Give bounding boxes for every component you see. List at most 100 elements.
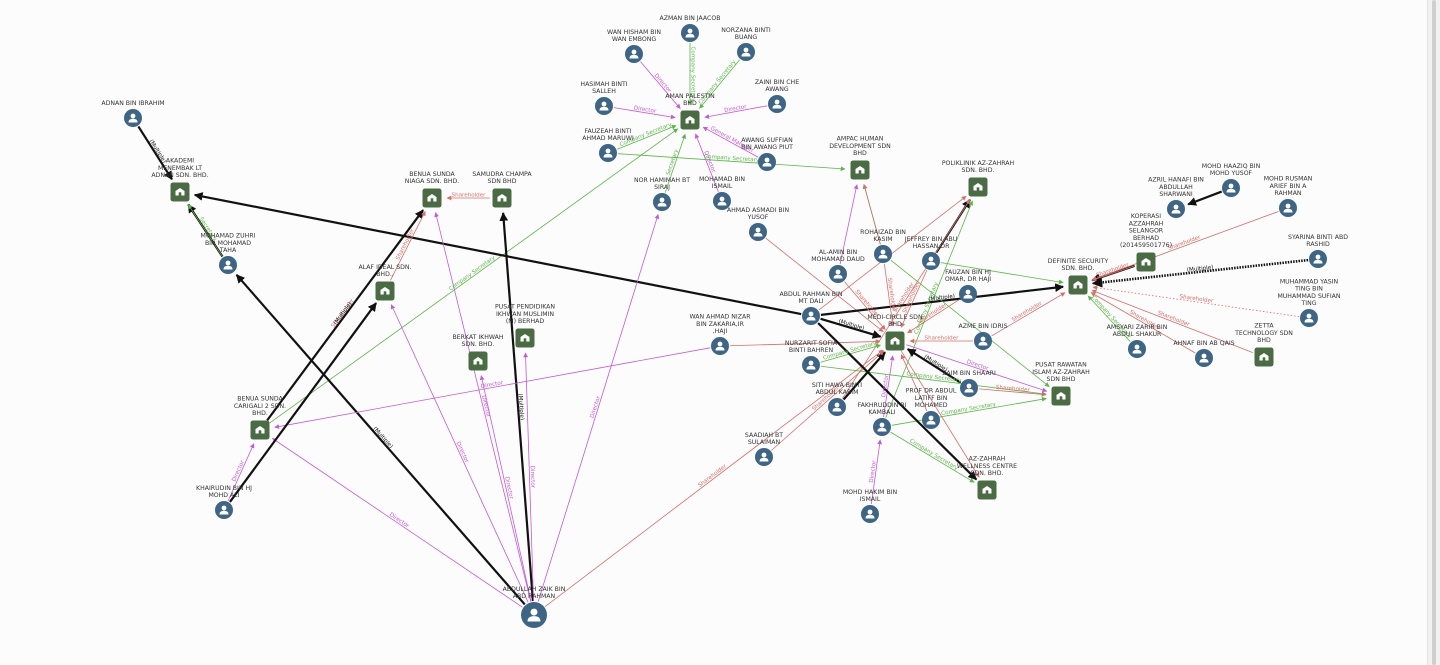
person-node[interactable]: ZAIM BIN SHAARI xyxy=(942,370,996,397)
edge-shareholder[interactable] xyxy=(765,237,884,332)
edge-secretary[interactable] xyxy=(269,128,679,424)
edge-multiple[interactable] xyxy=(1091,258,1309,288)
person-node[interactable]: AHNAF BIN AB QAIS xyxy=(1173,340,1235,367)
edge-shareholder[interactable] xyxy=(900,351,980,478)
edge-director[interactable] xyxy=(537,213,660,602)
edge-multiple[interactable] xyxy=(266,209,424,422)
edge-director[interactable] xyxy=(523,352,534,602)
edge-multiple[interactable] xyxy=(906,348,962,384)
edge-shareholder[interactable] xyxy=(978,388,1047,397)
edge-director[interactable] xyxy=(390,304,529,603)
edge-secretary[interactable] xyxy=(617,153,846,172)
edge-secretary[interactable] xyxy=(699,59,740,109)
edge-shareholder[interactable] xyxy=(844,281,886,330)
edge-shareholder[interactable] xyxy=(862,184,881,245)
company-node[interactable]: KOPERASIAZZAHRAHSELANGORBERHAD(201459501… xyxy=(1120,213,1172,272)
edge-secretary[interactable] xyxy=(820,365,1047,397)
edge-multiple[interactable] xyxy=(820,317,882,339)
edge-director[interactable] xyxy=(694,133,719,192)
edge-multiple[interactable] xyxy=(229,302,378,503)
person-node[interactable]: AZMAN BIN JAACOB xyxy=(660,15,721,42)
edge-secretary[interactable] xyxy=(617,124,677,150)
edge-secretary[interactable] xyxy=(1087,295,1131,342)
edge-shareholder[interactable] xyxy=(900,269,928,328)
scrollbar-thumb[interactable] xyxy=(1432,0,1436,665)
edge-director[interactable] xyxy=(227,443,255,502)
edge-multiple[interactable] xyxy=(235,274,526,606)
edge-director[interactable] xyxy=(274,347,711,429)
edge-multiple[interactable] xyxy=(499,212,535,602)
edge-multiple[interactable] xyxy=(137,125,173,181)
edge-director[interactable] xyxy=(479,375,532,602)
edge-secretary[interactable] xyxy=(940,262,1064,285)
company-node[interactable]: ALAF IDEAL SDN.BHD., xyxy=(358,264,412,301)
edge-shareholder[interactable] xyxy=(883,263,895,327)
edge-multiple[interactable] xyxy=(1187,190,1223,206)
edge-director[interactable] xyxy=(906,344,1048,393)
edge-director[interactable] xyxy=(640,61,681,109)
edge-shareholder[interactable] xyxy=(1091,211,1279,281)
edge-secretary[interactable] xyxy=(890,259,1050,387)
edge-shareholder[interactable] xyxy=(818,195,967,311)
edge-director[interactable] xyxy=(272,438,523,608)
edge-shareholder[interactable] xyxy=(991,292,1066,337)
edge-director[interactable] xyxy=(613,107,676,120)
edge-director[interactable] xyxy=(870,439,883,505)
edge-shareholder[interactable] xyxy=(1091,289,1253,354)
edge-multiple[interactable] xyxy=(193,192,802,316)
edge-secretary[interactable] xyxy=(664,133,687,193)
edge-shareholder[interactable] xyxy=(907,299,960,334)
edge-director[interactable] xyxy=(704,105,768,119)
edge-shareholder[interactable] xyxy=(900,354,928,412)
vertical-scrollbar[interactable] xyxy=(1427,0,1440,665)
edge-shareholder[interactable] xyxy=(1090,292,1196,354)
edge-multiple[interactable] xyxy=(817,322,978,481)
edge-director[interactable] xyxy=(434,212,532,602)
edge-secretary[interactable] xyxy=(187,204,223,257)
edge-director[interactable] xyxy=(883,355,895,418)
edge-director[interactable] xyxy=(839,184,859,265)
edge-shareholder[interactable] xyxy=(390,210,426,281)
edge-multiple[interactable] xyxy=(842,351,886,401)
edge-shareholder[interactable] xyxy=(544,349,884,607)
